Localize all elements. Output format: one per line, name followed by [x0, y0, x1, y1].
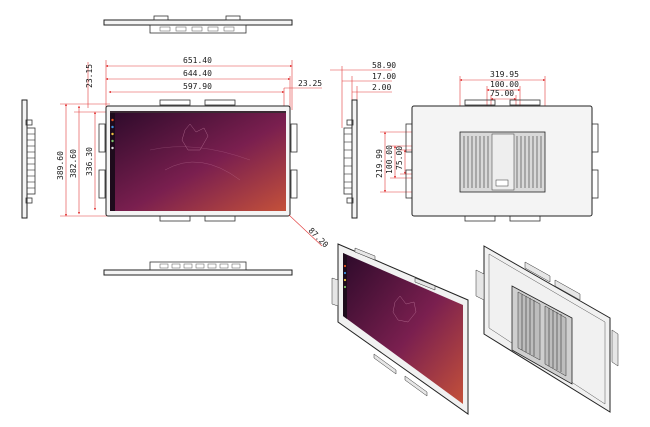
dim-mount-height-mid: 100.00: [385, 145, 394, 174]
dim-height-bezel: 382.60: [69, 149, 78, 178]
dim-width-screen: 597.90: [183, 82, 212, 91]
dim-mount-height-inner: 75.00: [395, 146, 404, 170]
dim-mount-height-outer: 219.99: [375, 149, 384, 178]
dim-depth-frame: 17.00: [372, 72, 396, 81]
dim-depth-glass: 2.00: [372, 83, 391, 92]
dim-depth-total: 58.90: [372, 61, 396, 70]
dim-height-overall: 389.60: [56, 151, 65, 180]
rear-view: 319.95 100.00 75.00 219.99 100.00 75.00: [375, 70, 599, 222]
right-side-view: 58.90 17.00 2.00: [330, 61, 396, 219]
dim-mount-width-outer: 319.95: [490, 70, 519, 79]
dim-height-screen: 336.30: [85, 147, 94, 176]
dim-mount-width-inner: 75.00: [490, 89, 514, 98]
dim-width-overall: 651.40: [183, 56, 212, 65]
dim-offset-top: 23.15: [85, 64, 94, 88]
top-view: [103, 15, 293, 34]
dim-mount-width-mid: 100.00: [490, 80, 519, 89]
heatsink-icon: [459, 131, 546, 193]
ubuntu-wallpaper-icon: [110, 111, 286, 211]
perspective-rear: [475, 245, 619, 413]
left-side-view: [21, 99, 36, 219]
front-view: 651.40 644.40 597.90 23.25 23.15 389.60 …: [56, 56, 330, 250]
dim-offset-right: 23.25: [298, 79, 322, 88]
bottom-view: [103, 261, 293, 276]
perspective-front: [331, 243, 469, 415]
dim-width-bezel: 644.40: [183, 69, 212, 78]
bracket-icon: [475, 261, 619, 367]
dim-diagonal: 87.20: [307, 226, 331, 250]
